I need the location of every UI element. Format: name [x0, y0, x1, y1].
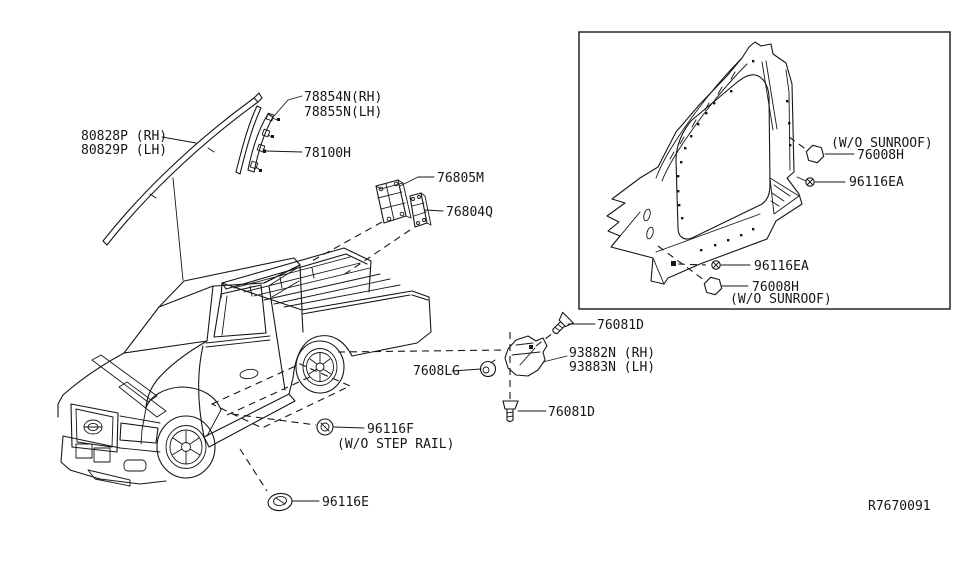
- label-96116ea-bottom: 96116EA: [754, 259, 809, 274]
- label-78100h: 78100H: [304, 146, 351, 161]
- screw-76081d-bottom: [502, 400, 519, 423]
- spot-weld-dots: [677, 60, 792, 252]
- label-93883n-lh: 93883N (LH): [569, 360, 655, 375]
- grommet-96116f: [316, 418, 334, 436]
- dashed-reference-lines: [210, 221, 554, 492]
- label-76805m: 76805M: [437, 171, 484, 186]
- hex-plug-76008h-top: [805, 144, 825, 164]
- label-76804q: 76804Q: [446, 205, 493, 220]
- label-sunroof-note-top: (W/O SUNROOF): [831, 136, 933, 151]
- label-step-rail-note: (W/O STEP RAIL): [337, 437, 454, 452]
- mount-point-marker: [671, 261, 676, 266]
- label-78854n-rh: 78854N(RH): [304, 90, 382, 105]
- screw-76081d-top: [552, 311, 574, 335]
- label-96116e: 96116E: [322, 495, 369, 510]
- label-93882n-rh: 93882N (RH): [569, 346, 655, 361]
- part-labels: 78854N(RH) 78855N(LH) 80828P (RH) 80829P…: [81, 90, 933, 514]
- inset-border: [578, 31, 951, 310]
- label-80829p-lh: 80829P (LH): [81, 143, 167, 158]
- leader-lines: [161, 95, 596, 502]
- label-78855n-lh: 78855N(LH): [304, 105, 382, 120]
- front-wheel: [156, 415, 216, 479]
- bed-floor-slats: [233, 256, 401, 308]
- label-96116ea-top: 96116EA: [849, 175, 904, 190]
- bracket-93882n: [504, 335, 548, 377]
- pad-76805m: [375, 179, 412, 224]
- roof-molding-80828p: [102, 92, 263, 246]
- label-sunroof-note-bottom: (W/O SUNROOF): [730, 292, 832, 307]
- screw-96116ea-top: [805, 177, 815, 187]
- label-76008h-bottom: 76008H: [752, 280, 799, 295]
- diagram-reference-code: R7670091: [868, 499, 931, 514]
- screw-96116ea-bottom: [711, 260, 721, 270]
- label-96116f: 96116F: [367, 422, 414, 437]
- label-76081d-bottom: 76081D: [548, 405, 595, 420]
- pad-76804q: [409, 192, 432, 228]
- pillar-strip-78100h: [235, 105, 280, 175]
- grommet-96116e: [267, 492, 293, 512]
- truck-drawing: [57, 247, 432, 487]
- body-side-panel: [606, 41, 803, 285]
- label-7608lg: 7608LG: [413, 364, 460, 379]
- label-76081d-top: 76081D: [597, 318, 644, 333]
- label-80828p-rh: 80828P (RH): [81, 129, 167, 144]
- hex-plug-76008h-bottom: [703, 276, 723, 296]
- clip-7608lg: [479, 359, 497, 378]
- rear-wheel: [295, 340, 345, 394]
- label-76008h-top: 76008H: [857, 148, 904, 163]
- body-side-inset: [578, 31, 951, 310]
